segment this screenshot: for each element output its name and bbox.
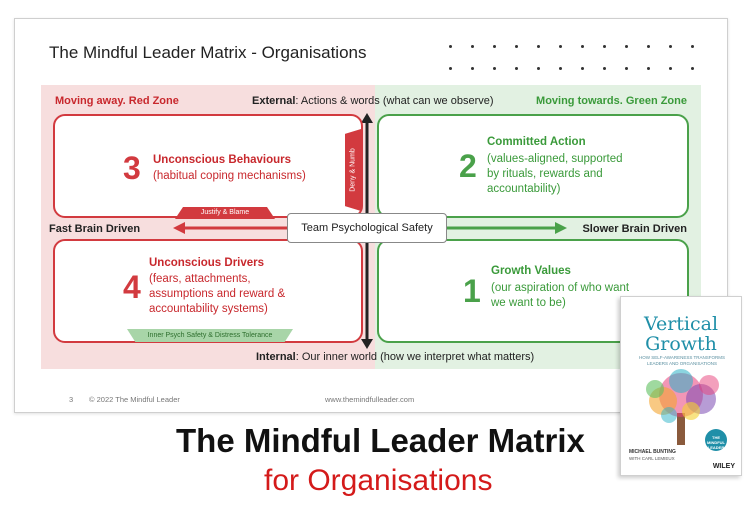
- quadrant-1-title: Growth Values: [491, 265, 571, 277]
- book-publisher: WILEY: [712, 463, 735, 470]
- team-psych-safety-box: Team Psychological Safety: [287, 213, 447, 243]
- book-title-line1: Vertical: [643, 313, 719, 335]
- tree-leaf: [669, 369, 693, 393]
- fast-brain-label: Fast Brain Driven: [49, 223, 141, 235]
- badge-line: MINDFUL: [707, 440, 725, 445]
- quadrant-1-desc: (our aspiration of who want we want to b…: [491, 281, 629, 311]
- slide-title: The Mindful Leader Matrix - Organisation…: [49, 43, 367, 62]
- book-title-line2: Growth: [645, 333, 717, 355]
- external-axis-label-bold: External: [252, 95, 296, 107]
- dot: [515, 45, 518, 48]
- dot: [537, 45, 540, 48]
- internal-axis-label-text: : Our inner world (how we interpret what…: [295, 351, 535, 363]
- dot: [691, 45, 694, 48]
- internal-axis-label-bold: Internal: [256, 351, 296, 363]
- tree-trunk: [677, 413, 685, 445]
- vertical-arrow-bottom: [361, 339, 373, 349]
- quadrant-3-box: 3 Unconscious Behaviours (habitual copin…: [53, 114, 363, 218]
- quadrant-2-title: Committed Action: [487, 136, 586, 148]
- external-axis-label-text: : Actions & words (what can we observe): [295, 95, 494, 107]
- quadrant-4-desc-line: (fears, attachments,: [149, 273, 251, 285]
- book-cover: Vertical Growth HOW SELF-AWARENESS TRANS…: [620, 296, 742, 476]
- tree-illustration-icon: [646, 369, 719, 445]
- book-subtitle-line: LEADERS AND ORGANISATIONS: [647, 361, 717, 366]
- dot: [449, 67, 452, 70]
- tree-leaf: [699, 375, 719, 395]
- book-subtitle: HOW SELF-AWARENESS TRANSFORMS LEADERS AN…: [627, 355, 737, 367]
- red-zone-label: Moving away. Red Zone: [55, 95, 179, 107]
- internal-axis-label: Internal: Our inner world (how we interp…: [256, 351, 534, 363]
- slide: The Mindful Leader Matrix - Organisation…: [14, 18, 728, 413]
- dot: [603, 45, 606, 48]
- dot: [581, 45, 584, 48]
- dot: [471, 67, 474, 70]
- quadrant-3-desc: (habitual coping mechanisms): [153, 169, 306, 184]
- quadrant-2-desc-line: by rituals, rewards and: [487, 168, 603, 180]
- quadrant-1-desc-line: (our aspiration of who want: [491, 282, 630, 294]
- inner-safety-tag: Inner Psych Safety & Distress Tolerance: [127, 329, 293, 342]
- dot: [559, 45, 562, 48]
- quadrant-2-desc-line: accountability): [487, 183, 561, 195]
- footer-copyright: © 2022 The Mindful Leader: [89, 395, 180, 404]
- quadrant-2-desc-line: (values-aligned, supported: [487, 153, 623, 165]
- dot: [625, 45, 628, 48]
- quadrant-2-box: 2 Committed Action (values-aligned, supp…: [377, 114, 689, 218]
- quadrant-3-title: Unconscious Behaviours: [153, 154, 292, 166]
- left-arrow-head: [173, 222, 185, 234]
- dot: [493, 67, 496, 70]
- dot: [449, 45, 452, 48]
- deny-numb-tag: [345, 129, 361, 211]
- slow-brain-label: Slower Brain Driven: [582, 223, 687, 235]
- caption-subtitle: for Organisations: [264, 464, 493, 497]
- badge-line: LEADER: [707, 445, 725, 450]
- dot: [647, 45, 650, 48]
- footer-url: www.themindfulleader.com: [325, 395, 415, 404]
- vertical-arrow-top: [361, 113, 373, 123]
- quadrant-2-desc: (values-aligned, supported by rituals, r…: [487, 152, 623, 197]
- dot: [625, 67, 628, 70]
- dot: [515, 67, 518, 70]
- book-coauthor: WITH CARL LEMIEUX: [629, 456, 675, 461]
- book-author: MICHAEL BUNTING: [629, 449, 676, 455]
- badge-line: THE: [712, 435, 720, 440]
- quadrant-4-box: 4 Unconscious Drivers (fears, attachment…: [53, 239, 363, 343]
- quadrant-1-desc-line: we want to be): [491, 297, 566, 309]
- quadrant-3-desc-line: (habitual coping mechanisms): [153, 170, 306, 182]
- dot: [559, 67, 562, 70]
- quadrant-2-number: 2: [459, 148, 477, 184]
- dot: [669, 45, 672, 48]
- footer-page-number: 3: [69, 395, 74, 404]
- dot: [471, 45, 474, 48]
- quadrant-3-number: 3: [123, 150, 141, 186]
- quadrant-4-title: Unconscious Drivers: [149, 257, 265, 269]
- mindful-leader-badge: THE MINDFUL LEADER: [705, 429, 727, 451]
- right-arrow-head: [555, 222, 567, 234]
- quadrant-4-desc: (fears, attachments, assumptions and rew…: [149, 272, 285, 317]
- tree-leaf: [682, 402, 700, 420]
- dot: [691, 67, 694, 70]
- quadrant-1-number: 1: [463, 273, 481, 309]
- dot: [647, 67, 650, 70]
- dot: [669, 67, 672, 70]
- dot: [581, 67, 584, 70]
- quadrant-4-desc-line: assumptions and reward &: [149, 288, 286, 300]
- book-subtitle-line: HOW SELF-AWARENESS TRANSFORMS: [638, 355, 726, 360]
- dot: [493, 45, 496, 48]
- deny-numb-label: Deny & Numb: [349, 148, 357, 192]
- dot: [603, 67, 606, 70]
- green-zone-label: Moving towards. Green Zone: [536, 95, 687, 107]
- tree-leaf: [646, 380, 664, 398]
- external-axis-label: External: Actions & words (what can we o…: [252, 95, 494, 107]
- quadrant-4-desc-line: accountability systems): [149, 303, 268, 315]
- dot: [537, 67, 540, 70]
- quadrant-4-number: 4: [123, 269, 141, 305]
- tree-leaf: [661, 407, 677, 423]
- justify-blame-tag: Justify & Blame: [175, 207, 275, 219]
- caption-title: The Mindful Leader Matrix: [176, 422, 585, 459]
